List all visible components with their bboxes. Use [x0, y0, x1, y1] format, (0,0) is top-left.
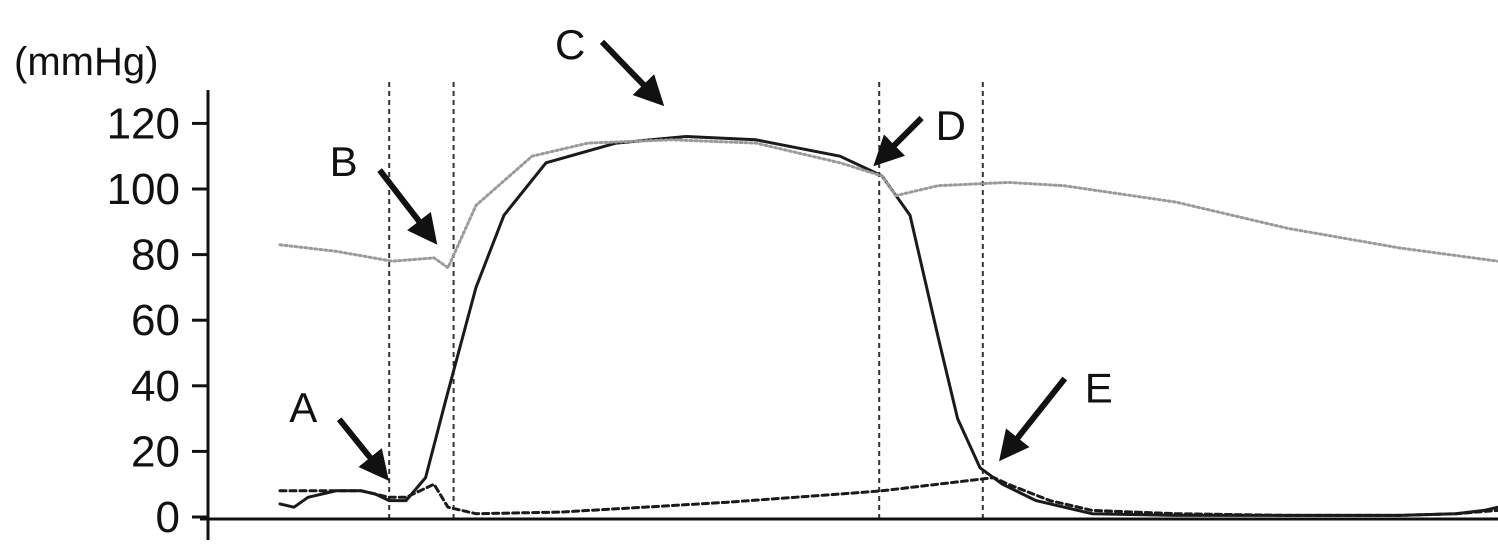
y-tick-label: 0: [156, 493, 180, 542]
series-line-dotted: [278, 138, 1498, 270]
y-tick-label: 120: [107, 99, 180, 148]
series-lines: [278, 135, 1498, 517]
y-axis-unit-label: (mmHg): [14, 40, 158, 84]
axes: (mmHg): [14, 40, 1498, 540]
annotation-arrow: [336, 417, 389, 481]
y-tick-label: 100: [107, 165, 180, 214]
annotation-label: E: [1085, 365, 1113, 412]
annotation-label: B: [330, 138, 358, 185]
annotation-label: A: [289, 384, 317, 431]
y-tick-label: 80: [131, 231, 180, 280]
annotation-arrow: [377, 168, 438, 245]
annotation-label: D: [936, 102, 966, 149]
annotation-arrow: [599, 39, 665, 107]
y-tick-label: 60: [131, 296, 180, 345]
y-tick-label: 40: [131, 362, 180, 411]
annotation-arrow: [999, 376, 1068, 462]
annotation-label: C: [555, 21, 585, 68]
annotation-arrow: [873, 115, 924, 167]
series-line-dashed: [278, 476, 1498, 517]
y-ticks: 0 20 40 60 80 100 120: [107, 99, 208, 542]
annotations: A B C D E: [289, 21, 1113, 481]
series-line-solid: [278, 135, 1498, 517]
y-tick-label: 20: [131, 427, 180, 476]
